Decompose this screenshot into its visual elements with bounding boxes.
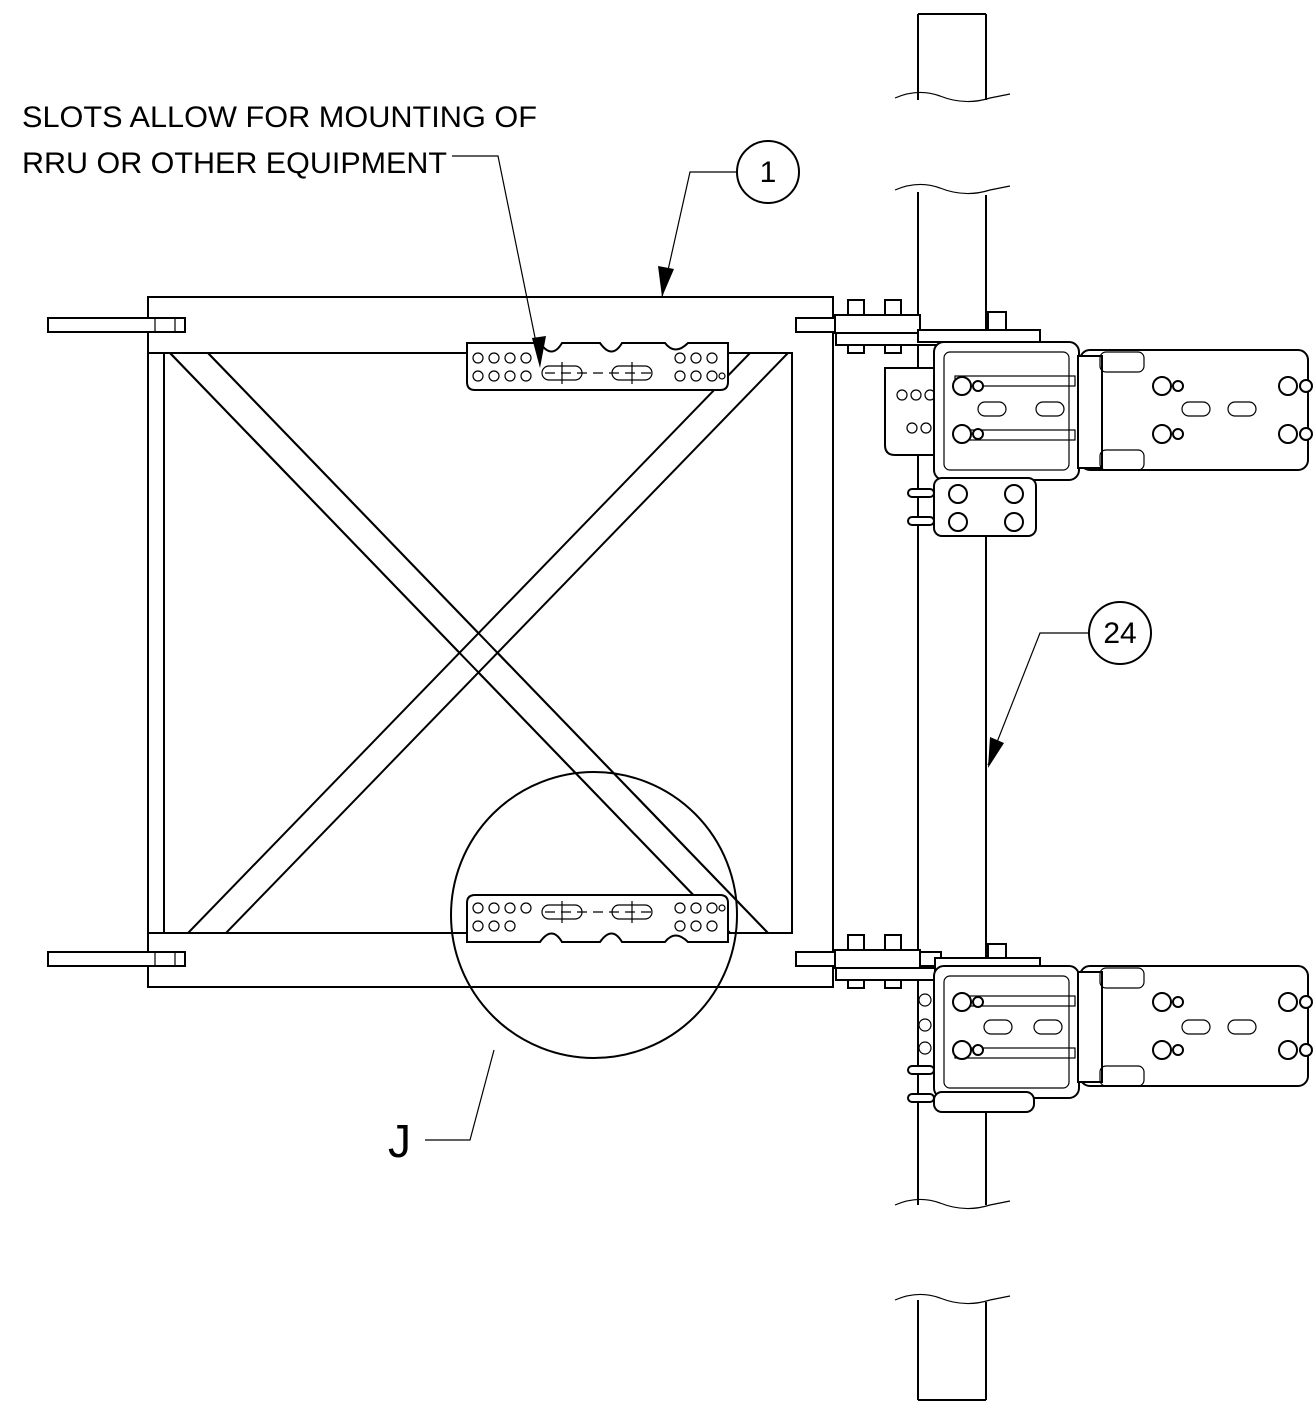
note-arrowhead [532,336,546,368]
note-line-2: RRU OR OTHER EQUIPMENT [22,147,447,180]
balloon-24-label: 24 [1103,617,1136,650]
balloon-1-leader [661,171,737,298]
slotted-plate-top [466,342,729,391]
balloon-24-leader [987,632,1089,766]
balloon-1-label: 1 [760,156,777,189]
pipe-clamp-lower [834,934,1313,1113]
detail-j-leader [425,1049,495,1141]
balloon-24-arrowhead [988,737,1004,768]
note-leader [452,155,541,363]
note-line-1: SLOTS ALLOW FOR MOUNTING OF [22,101,537,134]
detail-circle-j [450,771,738,1059]
mount-frame [147,296,834,988]
pipe-clamp-upper [834,299,1313,537]
balloon-1-arrowhead [658,266,674,297]
mast-pipe [894,13,1011,1401]
slotted-plate-bottom [466,894,729,943]
detail-label: J [388,1115,411,1167]
